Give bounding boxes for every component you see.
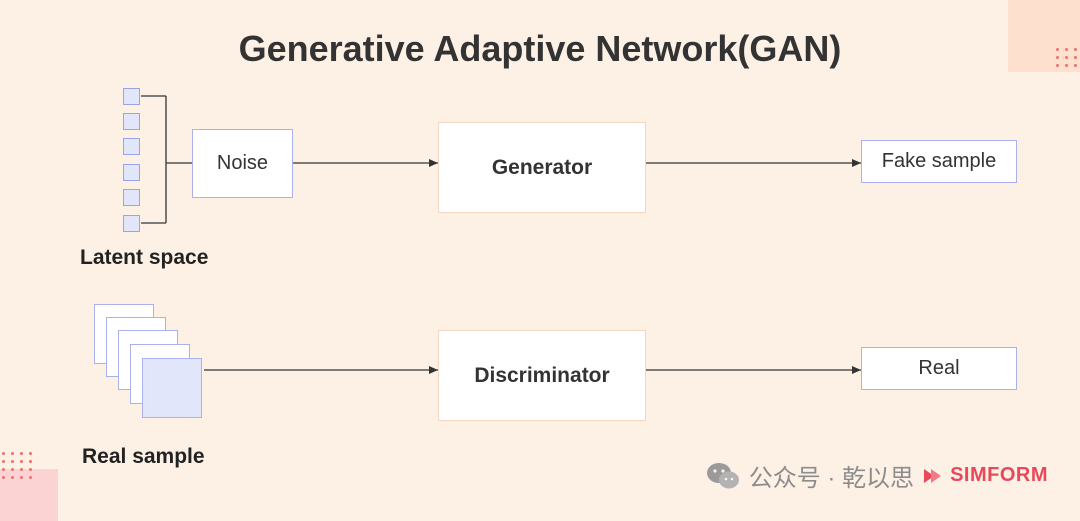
watermark: 公众号 · 乾以思 SIMFORM bbox=[705, 458, 1048, 493]
watermark-brand: SIMFORM bbox=[950, 464, 1048, 486]
wechat-icon bbox=[706, 462, 739, 488]
discriminator-node: Discriminator bbox=[438, 330, 646, 421]
dot-grid-top-right bbox=[1056, 48, 1080, 67]
generator-label: Generator bbox=[491, 155, 593, 179]
noise-node: Noise bbox=[192, 129, 293, 198]
generator-node: Generator bbox=[438, 122, 646, 213]
diagram-title: Generative Adaptive Network(GAN) bbox=[238, 28, 842, 69]
real-sample-label: Real sample bbox=[82, 445, 205, 468]
real-label: Real bbox=[918, 357, 960, 379]
fake-sample-node: Fake sample bbox=[861, 140, 1017, 183]
dot-grid-bottom-left bbox=[2, 452, 33, 479]
latent-space-label: Latent space bbox=[80, 246, 209, 269]
discriminator-label: Discriminator bbox=[474, 363, 610, 387]
corner-decoration-top-right bbox=[1008, 0, 1080, 72]
latent-bracket bbox=[141, 95, 192, 224]
latent-vector-cell bbox=[123, 113, 140, 130]
real-sample-card-front bbox=[142, 358, 202, 418]
latent-vector-cell bbox=[123, 189, 140, 206]
latent-vector-cell bbox=[123, 138, 140, 155]
real-node: Real bbox=[861, 347, 1017, 390]
latent-vector-cell bbox=[123, 215, 140, 232]
latent-vector-cell bbox=[123, 88, 140, 105]
simform-logo-icon bbox=[924, 468, 942, 483]
latent-vector-cell bbox=[123, 164, 140, 181]
watermark-channel-text: 公众号 · 乾以思 bbox=[748, 465, 915, 492]
fake-sample-label: Fake sample bbox=[881, 150, 997, 172]
noise-label: Noise bbox=[216, 152, 269, 174]
